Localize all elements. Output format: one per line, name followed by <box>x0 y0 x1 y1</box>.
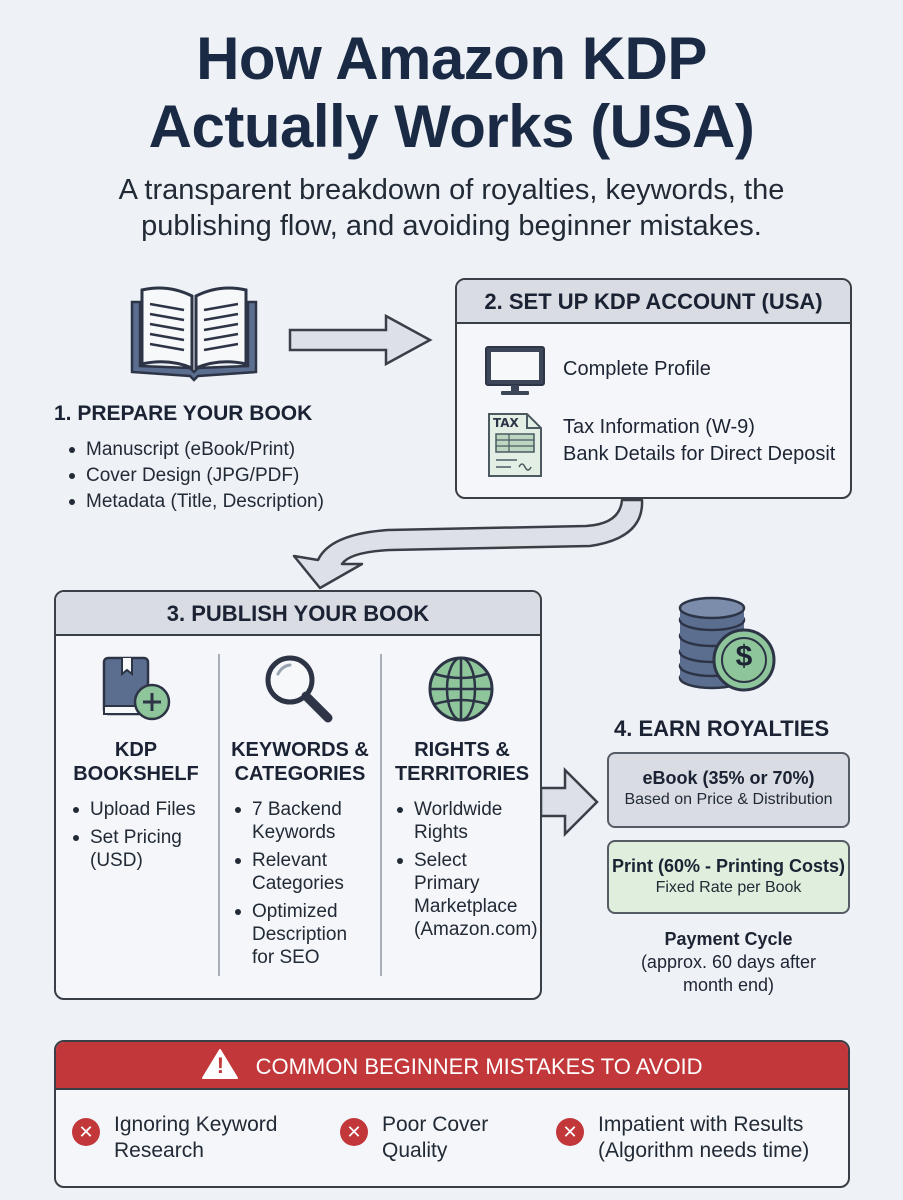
list-item: Upload Files <box>72 798 212 821</box>
arrow-right-icon <box>539 766 601 838</box>
step4-heading: 4. EARN ROYALTIES <box>614 716 830 741</box>
payment-cycle-line-2: month end) <box>682 975 775 995</box>
x-circle-icon: ✕ <box>340 1118 368 1146</box>
list-item: Relevant Categories <box>234 849 374 895</box>
tax-info-line-1: Tax Information (W-9) <box>563 416 755 438</box>
list-item: Worldwide Rights <box>396 798 536 844</box>
ebook-royalty-sub: Based on Price & Distribution <box>624 791 833 808</box>
print-royalty-sub: Fixed Rate per Book <box>655 879 802 896</box>
list-item: Set Pricing (USD) <box>72 826 212 872</box>
mistake-text: Poor Cover Quality <box>382 1112 488 1164</box>
list-item: 7 Backend Keywords <box>234 798 374 844</box>
ebook-royalty-box: eBook (35% or 70%) Based on Price & Dist… <box>607 752 850 828</box>
mistake-text: Impatient with Results (Algorithm needs … <box>598 1112 809 1164</box>
step3-heading: 3. PUBLISH YOUR BOOK <box>56 592 540 636</box>
payment-cycle: Payment Cycle (approx. 60 days after mon… <box>607 928 850 997</box>
col3-list: Worldwide Rights Select Primary Marketpl… <box>396 798 538 941</box>
open-book-icon <box>124 280 264 385</box>
complete-profile-label: Complete Profile <box>563 358 711 380</box>
tax-icon-label: TAX <box>493 416 519 430</box>
print-royalty-title: Print (60% - Printing Costs) <box>611 856 845 876</box>
list-item: Optimized Description for SEO <box>234 900 374 969</box>
mistake-item: ✕ Poor Cover Quality <box>340 1112 488 1164</box>
subtitle-line-1: A transparent breakdown of royalties, ke… <box>118 174 785 206</box>
subtitle-line-2: publishing flow, and avoiding beginner m… <box>141 210 762 242</box>
tax-info-line-2: Bank Details for Direct Deposit <box>563 443 836 465</box>
step1-heading: 1. PREPARE YOUR BOOK <box>54 402 313 425</box>
col3-title-line-2: TERRITORIES <box>394 763 530 785</box>
step2-box: 2. SET UP KDP ACCOUNT (USA) Complete Pro… <box>455 278 852 499</box>
mistake-text-line-1: Ignoring Keyword <box>114 1113 278 1136</box>
bookshelf-add-icon <box>100 654 172 724</box>
print-royalty-box: Print (60% - Printing Costs) Fixed Rate … <box>607 840 850 914</box>
globe-icon <box>426 654 496 724</box>
curved-arrow-icon <box>290 498 650 590</box>
column-divider <box>218 654 220 976</box>
col2-list: 7 Backend Keywords Relevant Categories O… <box>234 798 374 969</box>
mistakes-box: ! COMMON BEGINNER MISTAKES TO AVOID ✕ Ig… <box>54 1040 850 1188</box>
step2-heading: 2. SET UP KDP ACCOUNT (USA) <box>457 280 850 324</box>
col1-title-line-2: BOOKSHELF <box>73 763 199 785</box>
mistake-text-line-2: (Algorithm needs time) <box>598 1139 810 1162</box>
list-item: Metadata (Title, Description) <box>68 490 368 513</box>
mistakes-heading: COMMON BEGINNER MISTAKES TO AVOID <box>255 1054 703 1080</box>
warning-icon-symbol: ! <box>216 1053 225 1079</box>
magnifier-icon <box>262 652 336 726</box>
column-divider <box>380 654 382 976</box>
x-circle-icon: ✕ <box>556 1118 584 1146</box>
list-item: Cover Design (JPG/PDF) <box>68 464 368 487</box>
ebook-royalty-title: eBook (35% or 70%) <box>642 768 815 788</box>
mistake-text-line-1: Poor Cover <box>382 1113 489 1136</box>
mistake-text-line-2: Research <box>114 1139 204 1162</box>
mistake-text-line-1: Impatient with Results <box>598 1113 804 1136</box>
x-circle-icon: ✕ <box>72 1118 100 1146</box>
mistake-item: ✕ Impatient with Results (Algorithm need… <box>556 1112 809 1164</box>
step3-box: 3. PUBLISH YOUR BOOK KDP BOOKSHELF Uploa… <box>54 590 542 1000</box>
page-title-line-1: How Amazon KDP <box>196 25 707 92</box>
page-title-line-2: Actually Works (USA) <box>148 93 755 160</box>
coin-dollar-symbol: $ <box>735 640 753 673</box>
col1-title-line-1: KDP <box>114 739 158 761</box>
monitor-icon <box>483 344 547 398</box>
arrow-right-icon <box>286 310 436 370</box>
payment-cycle-title: Payment Cycle <box>664 929 793 949</box>
step1-list: Manuscript (eBook/Print) Cover Design (J… <box>68 438 368 513</box>
warning-icon: ! <box>201 1048 239 1080</box>
col2-title-line-2: CATEGORIES <box>234 763 366 785</box>
col2-title-line-1: KEYWORDS & <box>231 739 369 761</box>
col3-title-line-1: RIGHTS & <box>414 739 510 761</box>
list-item: Select Primary Marketplace (Amazon.com) <box>396 849 538 941</box>
mistakes-header: ! COMMON BEGINNER MISTAKES TO AVOID <box>56 1042 848 1090</box>
tax-form-icon: TAX <box>487 412 543 478</box>
list-item: Manuscript (eBook/Print) <box>68 438 368 461</box>
payment-cycle-line-1: (approx. 60 days after <box>640 952 817 972</box>
mistake-text: Ignoring Keyword Research <box>114 1112 277 1164</box>
col1-list: Upload Files Set Pricing (USD) <box>72 798 212 872</box>
mistake-item: ✕ Ignoring Keyword Research <box>72 1112 277 1164</box>
mistake-text-line-2: Quality <box>382 1139 448 1162</box>
coins-dollar-icon: $ <box>676 596 780 696</box>
